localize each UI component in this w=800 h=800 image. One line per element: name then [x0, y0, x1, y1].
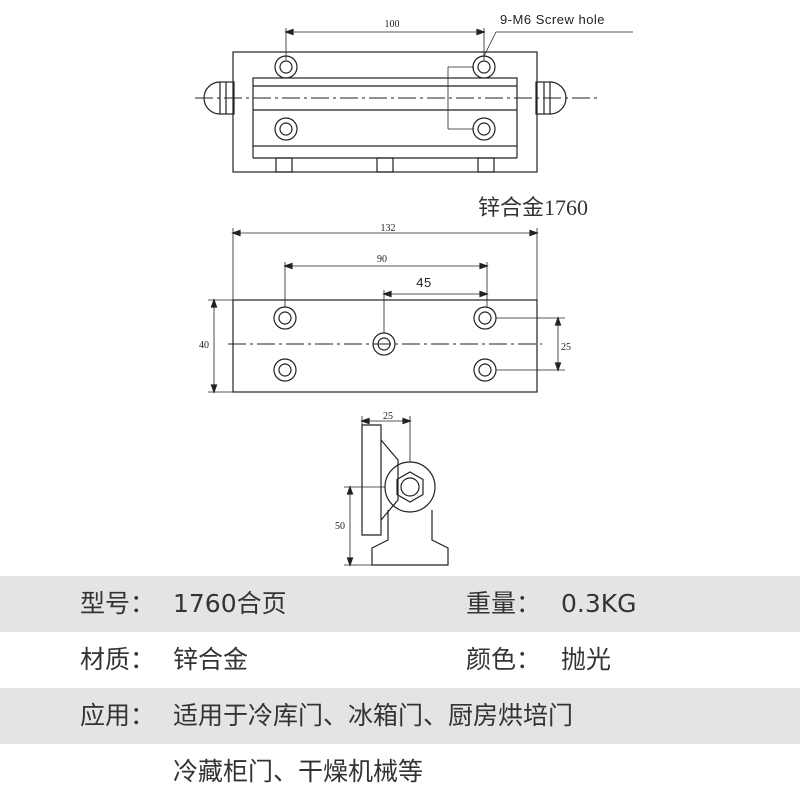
top-view	[195, 28, 633, 173]
color-label: 颜色：	[466, 645, 542, 674]
color-value: 抛光	[561, 645, 612, 674]
weight-value: 0.3KG	[561, 589, 637, 618]
spec-row-application: 应用： 适用于冷库门、冰箱门、厨房烘培门	[0, 688, 800, 744]
model-value: 1760合页	[173, 589, 287, 618]
dim-front-center-hole: 45	[416, 275, 431, 290]
model-label: 型号：	[80, 589, 156, 618]
front-view	[208, 228, 565, 394]
side-view	[344, 416, 449, 567]
dim-side-height: 50	[335, 521, 345, 532]
application-label: 应用：	[80, 701, 156, 730]
material-value: 锌合金	[173, 645, 249, 674]
dim-front-hole-spacing: 25	[561, 342, 571, 353]
screw-hole-note: 9-M6 Screw hole	[500, 12, 605, 27]
spec-row-application-cont: 冷藏柜门、干燥机械等	[0, 744, 800, 800]
material-label: 材质：	[80, 645, 156, 674]
drawing-caption: 锌合金1760	[478, 195, 588, 220]
dim-top-width: 100	[385, 19, 400, 30]
application-line1: 适用于冷库门、冰箱门、厨房烘培门	[173, 701, 574, 730]
spec-row-model-weight: 型号： 1760合页 重量： 0.3KG	[0, 576, 800, 632]
dim-front-outer-holes: 90	[377, 254, 387, 265]
spec-row-material-color: 材质： 锌合金 颜色： 抛光	[0, 632, 800, 688]
weight-label: 重量：	[466, 589, 542, 618]
dim-front-height: 40	[199, 340, 209, 351]
technical-drawing: 100 9-M6 Screw hole 锌合金1760 132 90 45 40…	[195, 12, 633, 567]
dim-side-width: 25	[383, 411, 393, 422]
application-line2: 冷藏柜门、干燥机械等	[173, 757, 424, 786]
dim-front-total: 132	[381, 223, 396, 234]
